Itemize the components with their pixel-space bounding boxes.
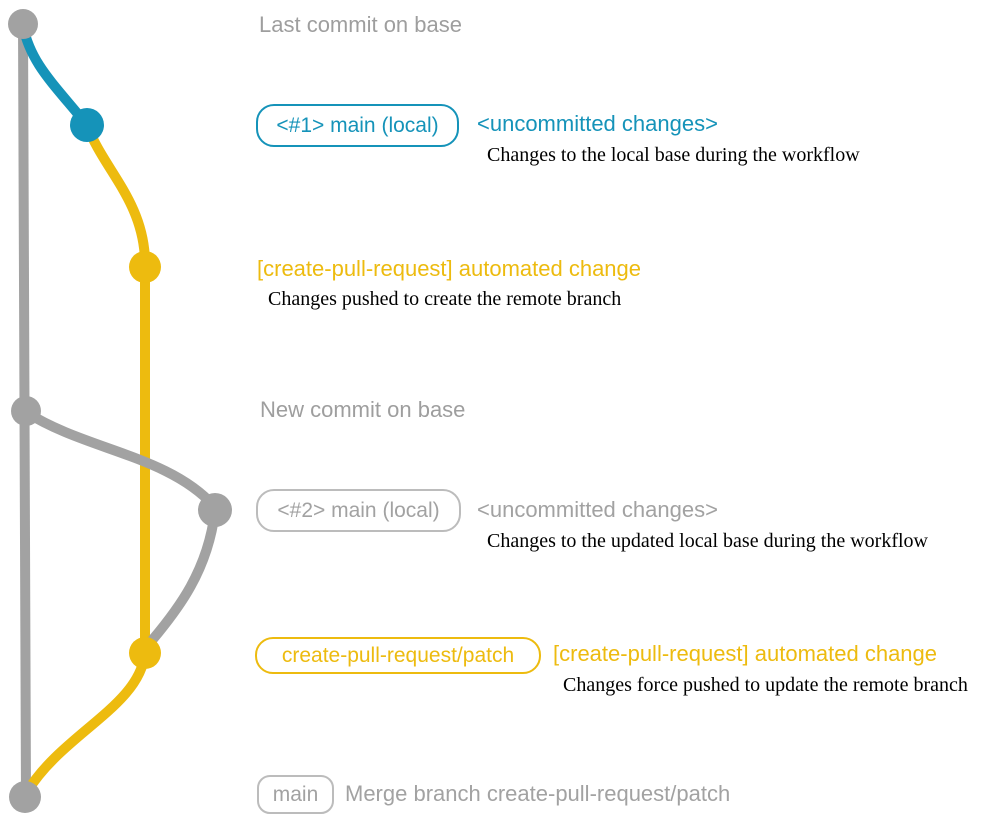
patch-branch-merge-curve: [22, 648, 150, 797]
uncommitted-changes-label-1: <uncommitted changes>: [477, 111, 718, 136]
branch-badge-main-local-2: <#2> main (local): [256, 489, 461, 532]
commit-node-local-main-2: [198, 493, 232, 527]
local-main-branch-curve: [18, 21, 92, 130]
commit-node-new-base: [11, 396, 41, 426]
automated-change-label-2: [create-pull-request] automated change: [553, 641, 938, 666]
caption-push-create: Changes pushed to create the remote bran…: [268, 288, 622, 310]
merge-commit-message: Merge branch create-pull-request/patch: [345, 781, 731, 806]
rebase-curve: [143, 506, 220, 650]
commit-node-last-base: [8, 9, 38, 39]
commit-node-automated-1: [129, 251, 161, 283]
caption-updated-local-base-changes: Changes to the updated local base during…: [487, 530, 928, 552]
patch-branch-curve-top: [82, 120, 150, 265]
caption-local-base-changes: Changes to the local base during the wor…: [487, 144, 860, 166]
branch-badge-patch: create-pull-request/patch: [255, 637, 541, 674]
commit-node-merge: [9, 781, 41, 813]
branch-badge-main-local-1: <#1> main (local): [256, 104, 459, 147]
commit-node-automated-2: [129, 637, 161, 669]
last-commit-heading: Last commit on base: [259, 12, 462, 37]
commit-node-local-main-1: [70, 108, 104, 142]
uncommitted-changes-label-2: <uncommitted changes>: [477, 497, 718, 522]
caption-force-push-update: Changes force pushed to update the remot…: [563, 674, 968, 696]
automated-change-label-1: [create-pull-request] automated change: [257, 256, 642, 281]
base-update-curve: [21, 407, 219, 511]
new-commit-heading: New commit on base: [260, 397, 466, 422]
branch-badge-main: main: [257, 775, 334, 814]
